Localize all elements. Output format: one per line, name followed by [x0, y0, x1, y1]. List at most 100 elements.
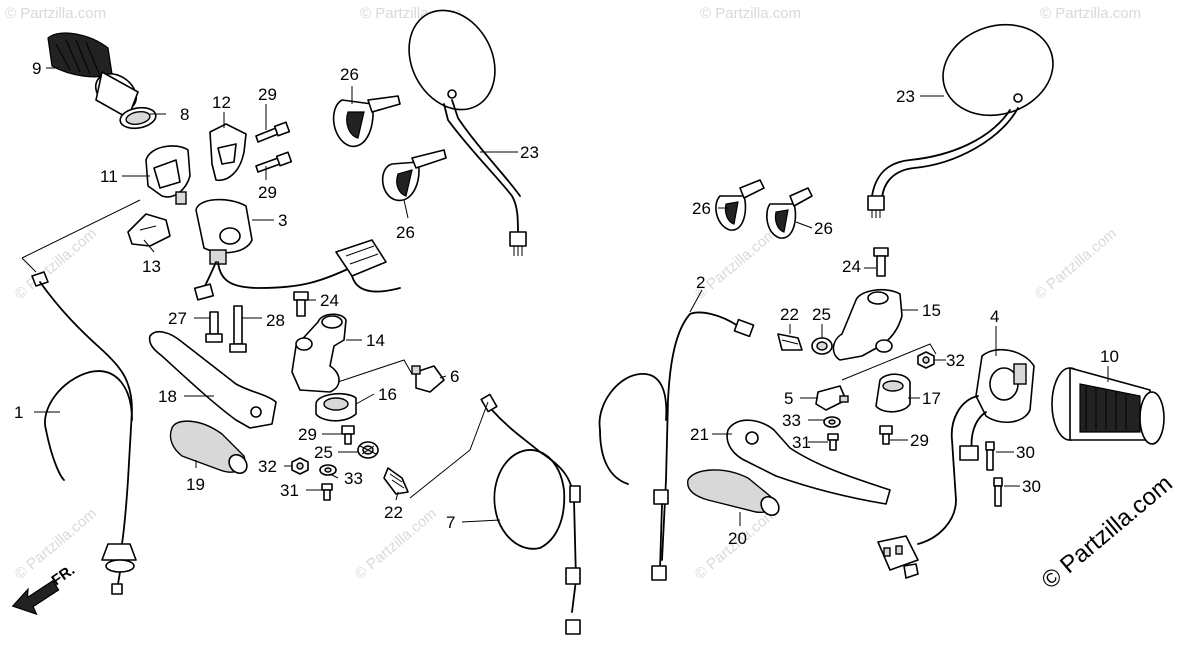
callout-31: 31 — [280, 481, 299, 500]
callout-32: 32 — [946, 351, 965, 370]
link-line-left — [21, 257, 37, 273]
front-brake-lever[interactable] — [726, 419, 891, 505]
wire-band-26-right-a[interactable] — [715, 179, 765, 231]
clutch-holder-16[interactable] — [315, 392, 357, 422]
wire-band-26-lower[interactable] — [381, 149, 447, 201]
callout-26: 26 — [340, 65, 359, 84]
left-switch-housing[interactable] — [193, 198, 401, 301]
screw-31-right[interactable] — [827, 433, 839, 451]
throttle-housing-lower[interactable] — [209, 123, 247, 181]
screw-27[interactable] — [205, 311, 223, 343]
right-mirror[interactable] — [867, 11, 1065, 218]
wire-band-26-upper[interactable] — [332, 95, 401, 148]
link-line-left — [337, 359, 413, 383]
link-line-left — [21, 199, 141, 259]
callout-33: 33 — [344, 469, 363, 488]
watermark: © Partzilla.com — [1040, 5, 1141, 22]
callout-5: 5 — [784, 389, 793, 408]
nut-32-left[interactable] — [291, 457, 309, 475]
adjuster-22-right[interactable] — [777, 333, 803, 351]
screw-29-upper[interactable] — [255, 121, 291, 143]
link-line-center — [409, 401, 489, 499]
callout-19: 19 — [186, 475, 205, 494]
callout-16: 16 — [378, 385, 397, 404]
callout-23: 23 — [520, 143, 539, 162]
lever-cover-20[interactable] — [687, 469, 783, 519]
throttle-housing-upper[interactable] — [145, 145, 191, 205]
callout-3: 3 — [278, 211, 287, 230]
callouts: 9 8 12 29 29 26 26 23 11 3 13 24 27 28 1… — [14, 59, 1119, 548]
callout-6: 6 — [450, 367, 459, 386]
left-mirror[interactable] — [392, 0, 527, 256]
screw-29-right[interactable] — [879, 425, 893, 445]
watermark: © Partzilla.com — [12, 225, 100, 303]
callout-9: 9 — [32, 59, 41, 78]
callout-26: 26 — [692, 199, 711, 218]
callout-29: 29 — [258, 85, 277, 104]
callout-18: 18 — [158, 387, 177, 406]
callout-26: 26 — [396, 223, 415, 242]
callout-12: 12 — [212, 93, 231, 112]
throttle-cable-clamp[interactable] — [127, 213, 171, 247]
bolt-24-left[interactable] — [293, 291, 309, 317]
lever-cover-19[interactable] — [169, 420, 250, 477]
nut-32-right[interactable] — [917, 351, 935, 369]
callout-2: 2 — [696, 273, 705, 292]
collar-25-right[interactable] — [811, 337, 833, 355]
callout-24: 24 — [320, 291, 339, 310]
front-brake-cable[interactable] — [598, 311, 755, 581]
callout-24: 24 — [842, 257, 861, 276]
callout-25: 25 — [314, 443, 333, 462]
callout-29: 29 — [910, 431, 929, 450]
callout-31: 31 — [792, 433, 811, 452]
callout-29: 29 — [298, 425, 317, 444]
callout-17: 17 — [922, 389, 941, 408]
callout-26: 26 — [814, 219, 833, 238]
callout-25: 25 — [812, 305, 831, 324]
callout-10: 10 — [1100, 347, 1119, 366]
wire-band-26-right-b[interactable] — [766, 187, 813, 239]
callout-28: 28 — [266, 311, 285, 330]
callout-29: 29 — [258, 183, 277, 202]
callout-23: 23 — [896, 87, 915, 106]
brake-holder-17[interactable] — [875, 373, 911, 413]
right-grip[interactable] — [1051, 367, 1165, 445]
throttle-cable[interactable] — [480, 393, 581, 635]
callout-21: 21 — [690, 425, 709, 444]
brake-lever-bracket[interactable] — [832, 288, 903, 361]
callout-33: 33 — [782, 411, 801, 430]
callout-11: 11 — [100, 167, 118, 186]
screw-28[interactable] — [229, 305, 247, 353]
bolt-24-right[interactable] — [873, 247, 889, 277]
clutch-cable[interactable] — [31, 271, 137, 595]
callout-13: 13 — [142, 257, 161, 276]
clutch-lever[interactable] — [148, 330, 277, 429]
screw-31-left[interactable] — [321, 483, 333, 501]
callout-32: 32 — [258, 457, 277, 476]
callout-8: 8 — [180, 105, 189, 124]
washer-33-left[interactable] — [319, 464, 337, 476]
callout-27: 27 — [168, 309, 187, 328]
screw-29-small[interactable] — [341, 425, 355, 445]
brake-light-switch[interactable] — [815, 385, 849, 411]
callout-15: 15 — [922, 301, 941, 320]
callout-7: 7 — [446, 513, 455, 532]
adjuster-22-left[interactable] — [383, 467, 409, 495]
copyright-notice: © Partzilla.com — [1037, 470, 1178, 595]
screw-30-lower[interactable] — [993, 477, 1003, 507]
watermark: © Partzilla.com — [1032, 225, 1120, 303]
left-grip[interactable] — [47, 32, 157, 131]
screw-30-upper[interactable] — [985, 441, 995, 471]
link-line-right — [841, 343, 937, 381]
screw-29-lower[interactable] — [255, 151, 293, 173]
right-switch-housing[interactable] — [877, 348, 1035, 579]
clutch-lever-bracket[interactable] — [291, 313, 347, 393]
collar-25-left[interactable] — [357, 441, 379, 459]
callout-30: 30 — [1016, 443, 1035, 462]
callout-1: 1 — [14, 403, 23, 422]
clutch-switch[interactable] — [411, 365, 445, 393]
callout-20: 20 — [728, 529, 747, 548]
callout-22: 22 — [780, 305, 799, 324]
washer-33-right[interactable] — [823, 416, 841, 428]
